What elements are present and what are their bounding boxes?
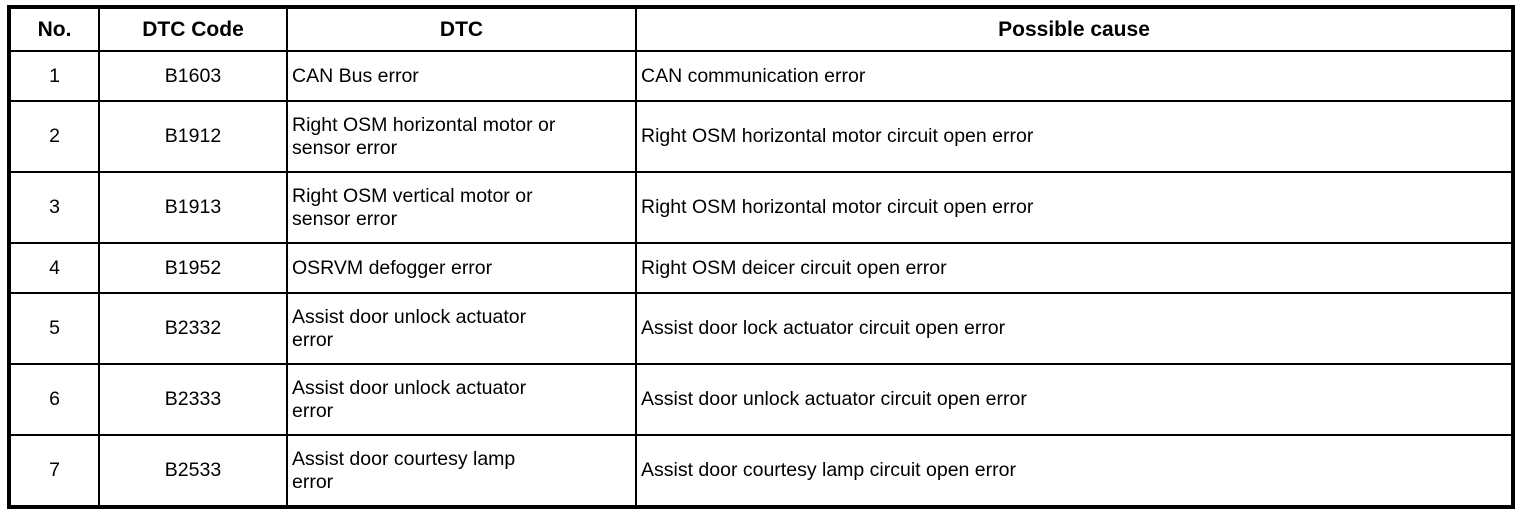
cell-no: 6 (8, 363, 100, 436)
cell-dtc-code: B1912 (98, 100, 288, 173)
column-header-no: No. (8, 6, 100, 52)
dtc-table: No. DTC Code DTC Possible cause 1 B1603 … (7, 5, 1515, 509)
column-header-dtc: DTC (286, 6, 637, 52)
table-row: 6 B2333 Assist door unlock actuator erro… (8, 363, 1514, 436)
cell-possible-cause: Right OSM horizontal motor circuit open … (635, 171, 1514, 244)
cell-dtc-code: B1952 (98, 242, 288, 294)
cell-possible-cause: Assist door lock actuator circuit open e… (635, 292, 1514, 365)
cell-dtc: Right OSM horizontal motor or sensor err… (286, 100, 637, 173)
cell-dtc: OSRVM defogger error (286, 242, 637, 294)
cell-no: 2 (8, 100, 100, 173)
cell-no: 1 (8, 50, 100, 102)
cell-dtc-code: B2332 (98, 292, 288, 365)
cell-possible-cause: Right OSM horizontal motor circuit open … (635, 100, 1514, 173)
cell-dtc-code: B2533 (98, 434, 288, 508)
cell-dtc: Assist door unlock actuator error (286, 363, 637, 436)
cell-possible-cause: Assist door unlock actuator circuit open… (635, 363, 1514, 436)
table-row: 7 B2533 Assist door courtesy lamp error … (8, 434, 1514, 508)
table-row: 5 B2332 Assist door unlock actuator erro… (8, 292, 1514, 365)
cell-no: 3 (8, 171, 100, 244)
column-header-dtc-code: DTC Code (98, 6, 288, 52)
cell-possible-cause: Right OSM deicer circuit open error (635, 242, 1514, 294)
cell-no: 5 (8, 292, 100, 365)
cell-possible-cause: CAN communication error (635, 50, 1514, 102)
cell-no: 7 (8, 434, 100, 508)
cell-possible-cause: Assist door courtesy lamp circuit open e… (635, 434, 1514, 508)
table-row: 1 B1603 CAN Bus error CAN communication … (8, 50, 1514, 102)
column-header-possible-cause: Possible cause (635, 6, 1514, 52)
table-row: 3 B1913 Right OSM vertical motor or sens… (8, 171, 1514, 244)
cell-no: 4 (8, 242, 100, 294)
cell-dtc: Right OSM vertical motor or sensor error (286, 171, 637, 244)
cell-dtc: Assist door unlock actuator error (286, 292, 637, 365)
cell-dtc-code: B2333 (98, 363, 288, 436)
header-row: No. DTC Code DTC Possible cause (8, 6, 1514, 52)
cell-dtc: Assist door courtesy lamp error (286, 434, 637, 508)
cell-dtc-code: B1603 (98, 50, 288, 102)
cell-dtc: CAN Bus error (286, 50, 637, 102)
table-row: 4 B1952 OSRVM defogger error Right OSM d… (8, 242, 1514, 294)
table-row: 2 B1912 Right OSM horizontal motor or se… (8, 100, 1514, 173)
cell-dtc-code: B1913 (98, 171, 288, 244)
